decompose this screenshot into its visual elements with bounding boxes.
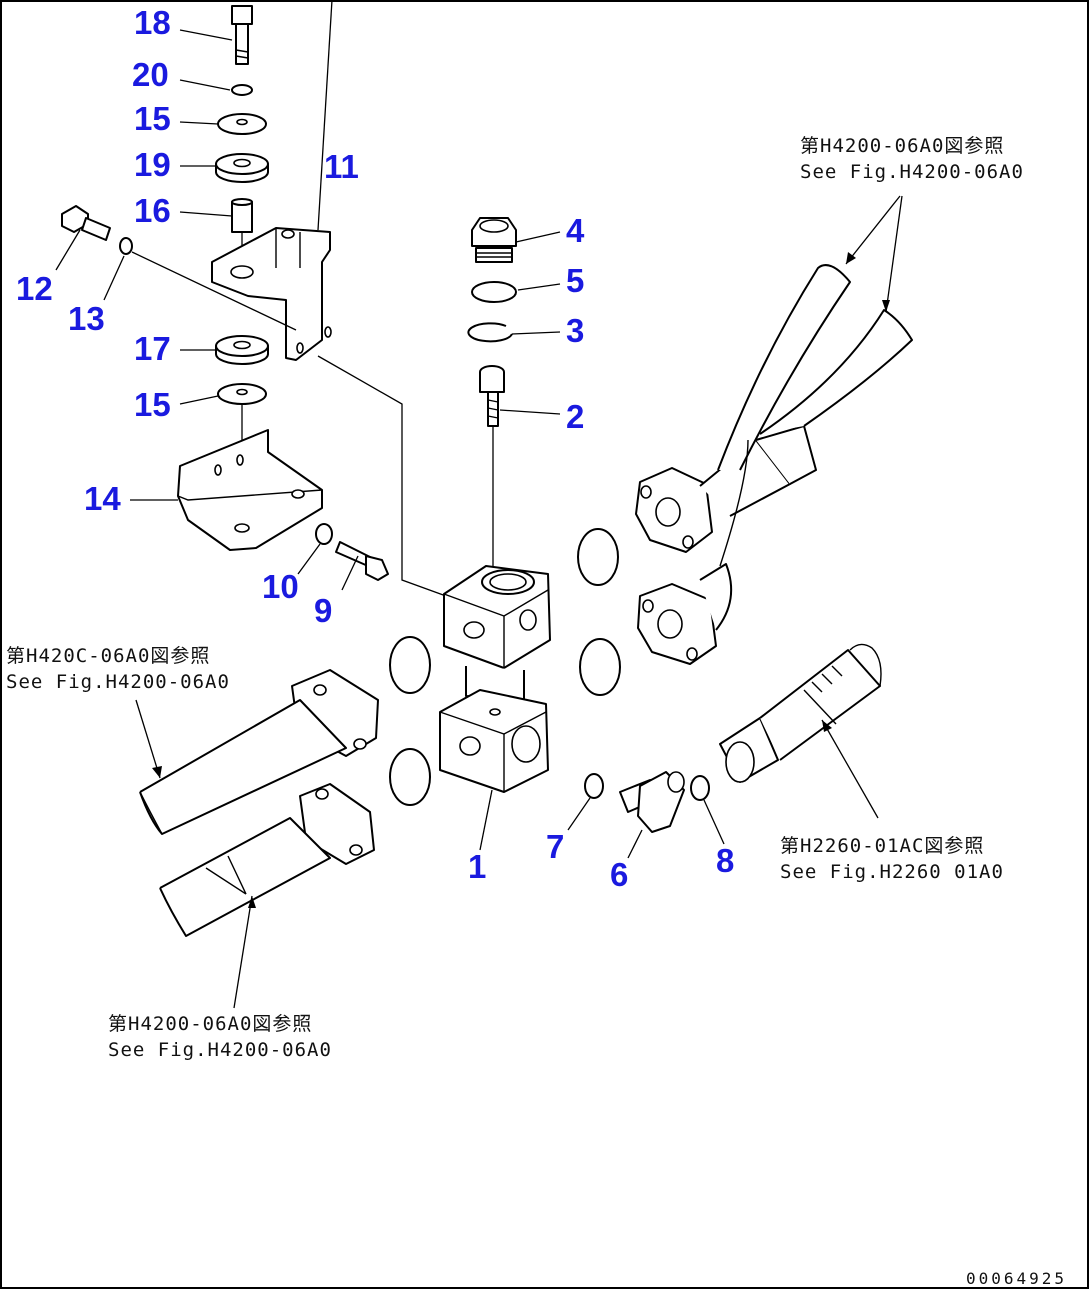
- part-17-cushion: [215, 335, 269, 365]
- part-5-o-ring: [471, 281, 517, 303]
- callout-5: 5: [566, 262, 584, 299]
- hose-right-h2260: [719, 643, 882, 783]
- reference-left-jp: 第H420C-06A0図参照: [6, 645, 210, 667]
- callout-10: 10: [262, 568, 299, 605]
- part-13-washer: [119, 237, 133, 255]
- callout-14: 14: [84, 480, 121, 517]
- callout-15-lower: 15: [134, 386, 171, 423]
- reference-bottom-jp: 第H4200-06A0図参照: [108, 1013, 312, 1035]
- hose-left-upper-h4200: [139, 669, 379, 835]
- part-2-valve: [479, 365, 505, 427]
- part-1-valve-block: [439, 565, 551, 793]
- part-7-seal: [584, 773, 604, 799]
- callout-18: 19: [134, 146, 171, 183]
- part-18-cushion: [215, 153, 269, 183]
- callout-19: 18: [134, 4, 171, 41]
- callout-1: 1: [468, 848, 486, 885]
- o-ring-right-upper: [577, 528, 619, 586]
- reference-right-jp: 第H2260-01AC図参照: [780, 835, 984, 857]
- callout-13: 13: [68, 300, 105, 337]
- o-ring-right-lower: [579, 638, 621, 696]
- part-3-snap-ring: [467, 322, 513, 343]
- callout-leaders: [55, 0, 725, 859]
- callout-7: 7: [546, 828, 564, 865]
- part-19-bolt: [231, 5, 253, 65]
- callout-16: 16: [134, 192, 171, 229]
- part-15-washer-upper: [217, 113, 267, 135]
- reference-arrows: [135, 195, 903, 1009]
- document-number: 00064925: [966, 1269, 1067, 1288]
- reference-top-right-jp: 第H4200-06A0図参照: [800, 135, 1004, 157]
- callout-15-upper: 15: [134, 100, 171, 137]
- part-15-washer-lower: [217, 383, 267, 405]
- reference-left-en: See Fig.H4200-06A0: [6, 671, 230, 693]
- part-11-bracket: [211, 227, 332, 361]
- o-ring-left-lower: [389, 748, 431, 806]
- reference-top-right-en: See Fig.H4200-06A0: [800, 161, 1024, 183]
- callout-3: 3: [566, 312, 584, 349]
- part-4-plug: [471, 217, 517, 263]
- callout-17: 17: [134, 330, 171, 367]
- callout-11: 11: [324, 148, 359, 185]
- hose-left-lower-h4200: [159, 783, 375, 937]
- hose-upper-right-h4200: [635, 264, 913, 665]
- part-9-bolt: [335, 541, 389, 581]
- callout-20: 20: [132, 56, 169, 93]
- part-16-collar: [231, 198, 253, 233]
- part-20-washer: [231, 84, 253, 96]
- reference-right-en: See Fig.H2260 01A0: [780, 861, 1004, 883]
- callout-12: 12: [16, 270, 53, 307]
- o-ring-left-upper: [389, 636, 431, 694]
- callout-2: 2: [566, 398, 584, 435]
- part-14-bracket: [177, 429, 323, 551]
- part-8-o-ring: [690, 775, 710, 801]
- callout-6: 6: [610, 856, 628, 893]
- part-10-washer: [315, 523, 333, 545]
- reference-bottom-en: See Fig.H4200-06A0: [108, 1039, 332, 1061]
- callout-9: 9: [314, 592, 332, 629]
- part-6-elbow: [619, 771, 685, 833]
- part-12-bolt: [61, 205, 111, 241]
- callout-4: 4: [566, 212, 585, 249]
- callout-8: 8: [716, 842, 734, 879]
